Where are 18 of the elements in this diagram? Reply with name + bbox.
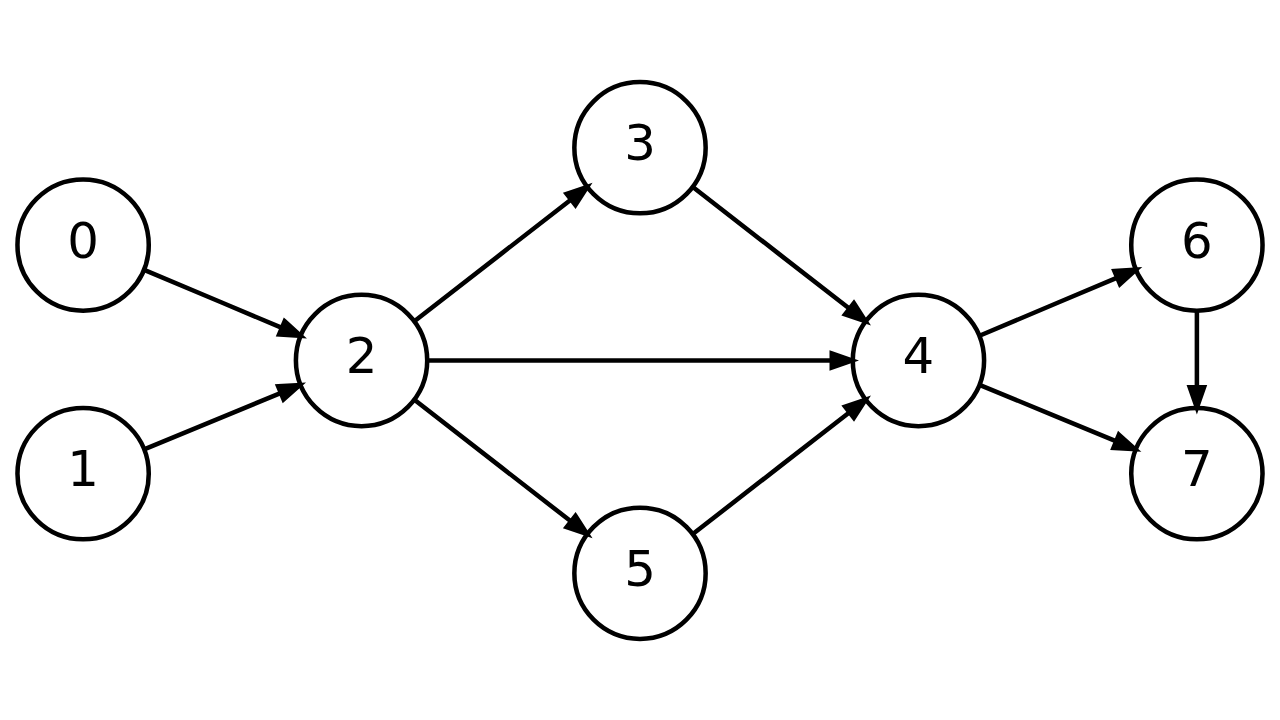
arrow (413, 397, 593, 538)
node-circle: 3 (572, 79, 708, 216)
node-circle: 7 (1128, 405, 1265, 542)
arrow (691, 184, 871, 325)
node-circle: 0 (15, 176, 152, 313)
node-circle: 1 (15, 405, 152, 542)
arrow (143, 267, 307, 338)
arrow (413, 182, 593, 323)
arrow (428, 349, 859, 371)
node-circle: 6 (1128, 176, 1265, 313)
node-circle: 5 (572, 504, 708, 641)
arrow (978, 266, 1143, 338)
node-circle: 2 (293, 292, 430, 428)
arrow (143, 382, 307, 451)
arrow (691, 395, 871, 536)
arrow (978, 382, 1142, 452)
arrow (1186, 310, 1208, 414)
node-circle: 4 (850, 292, 987, 428)
